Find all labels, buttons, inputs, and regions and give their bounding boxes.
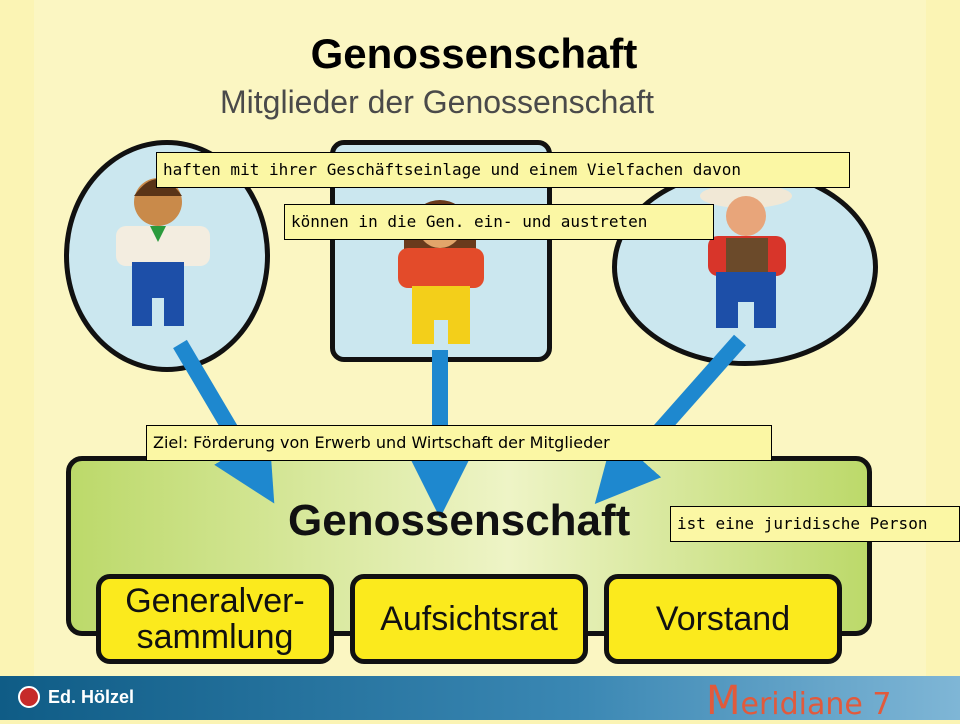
organ-vorstand: Vorstand [604, 574, 842, 664]
page-subtitle: Mitglieder der Genossenschaft [220, 84, 654, 120]
figure-farmer-icon [700, 176, 792, 328]
organ-label: Vorstand [655, 600, 791, 638]
organ-label: Aufsichtsrat [380, 600, 558, 638]
brand-logo: Meridiane 7 [706, 678, 892, 724]
organ-label-line2: sammlung [136, 618, 294, 656]
footer-bar: Ed. Hölzel [0, 676, 960, 720]
page-title: Genossenschaft [310, 30, 638, 77]
organ-generalversammlung: Generalver- sammlung [96, 574, 334, 664]
brand-initial: M [706, 678, 741, 724]
callout-ziel: Ziel: Förderung von Erwerb und Wirtschaf… [146, 425, 772, 461]
callout-juridische-person: ist eine juridische Person [670, 506, 960, 542]
cooperative-label: Genossenschaft [288, 496, 631, 545]
publisher-logo-icon [18, 686, 40, 708]
organ-aufsichtsrat: Aufsichtsrat [350, 574, 588, 664]
publisher: Ed. Hölzel [18, 686, 134, 708]
callout-eintritt: können in die Gen. ein- und austreten [284, 204, 714, 240]
organ-label-line1: Generalver- [125, 582, 305, 620]
callout-haftung: haften mit ihrer Geschäftseinlage und ei… [156, 152, 850, 188]
publisher-name: Ed. Hölzel [48, 686, 135, 707]
brand-name: eridiane 7 [740, 687, 892, 722]
figure-man-icon [116, 178, 210, 326]
